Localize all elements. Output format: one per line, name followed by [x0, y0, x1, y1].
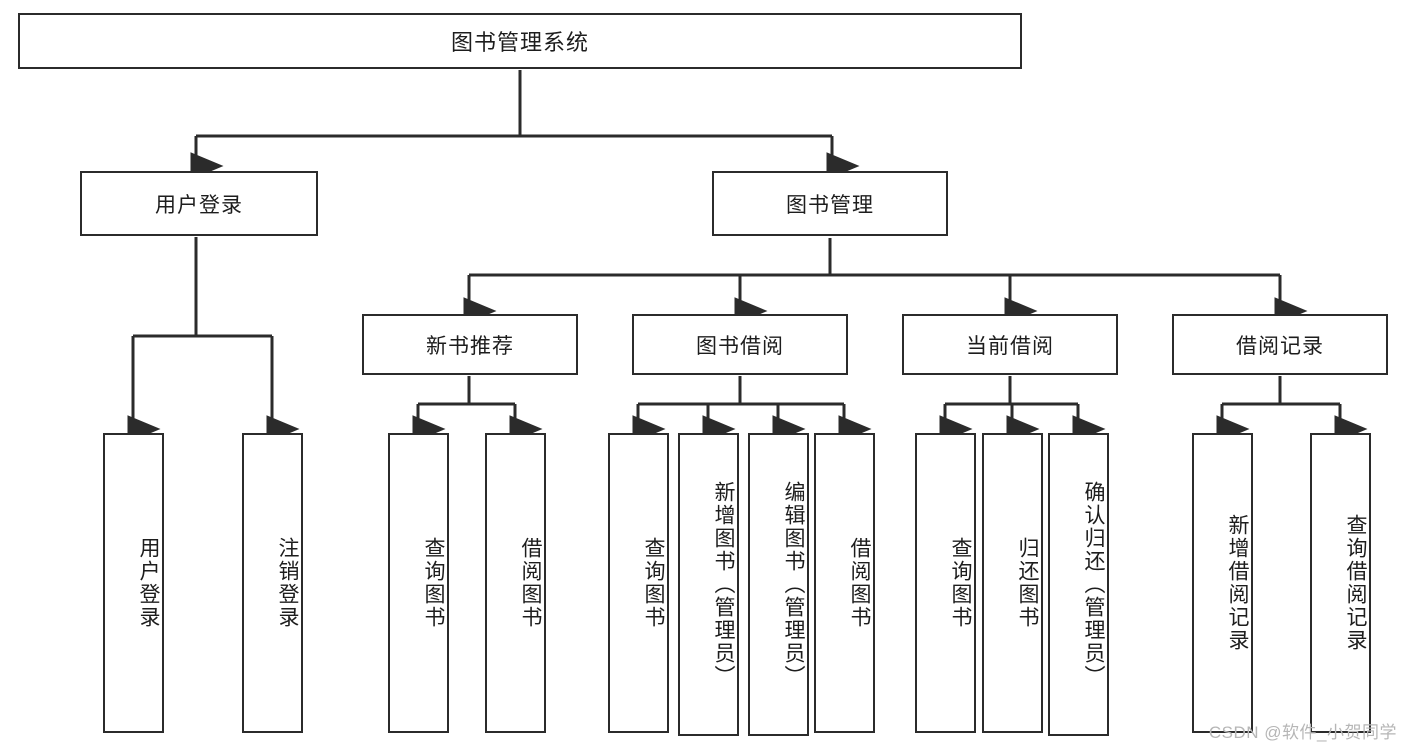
- leaf-label: 查询图书: [422, 537, 445, 629]
- node-current-borrow[interactable]: 当前借阅: [902, 314, 1118, 375]
- leaf-add-record[interactable]: 新增借阅记录: [1192, 433, 1253, 733]
- leaf-label: 归还图书: [1016, 537, 1039, 629]
- leaf-query-book-3[interactable]: 查询图书: [915, 433, 976, 733]
- leaf-query-book-2[interactable]: 查询图书: [608, 433, 669, 733]
- leaf-label: 编辑图书（管理员）: [782, 481, 805, 688]
- leaf-label: 查询图书: [949, 537, 972, 629]
- leaf-label: 新增图书（管理员）: [712, 481, 735, 688]
- leaf-label: 注销登录: [276, 537, 299, 629]
- node-new-book-recommend[interactable]: 新书推荐: [362, 314, 578, 375]
- leaf-edit-book[interactable]: 编辑图书（管理员）: [748, 433, 809, 736]
- leaf-add-book[interactable]: 新增图书（管理员）: [678, 433, 739, 736]
- leaf-logout-login[interactable]: 注销登录: [242, 433, 303, 733]
- leaf-user-login[interactable]: 用户登录: [103, 433, 164, 733]
- node-book-borrow[interactable]: 图书借阅: [632, 314, 848, 375]
- leaf-label: 借阅图书: [519, 537, 542, 629]
- leaf-label: 查询图书: [642, 537, 665, 629]
- leaf-label: 确认归还（管理员）: [1082, 481, 1105, 688]
- leaf-label: 新增借阅记录: [1226, 514, 1249, 652]
- node-borrow-record[interactable]: 借阅记录: [1172, 314, 1388, 375]
- leaf-confirm-return[interactable]: 确认归还（管理员）: [1048, 433, 1109, 736]
- leaf-borrow-book-2[interactable]: 借阅图书: [814, 433, 875, 733]
- node-user-login[interactable]: 用户登录: [80, 171, 318, 236]
- leaf-label: 借阅图书: [848, 537, 871, 629]
- node-root-system[interactable]: 图书管理系统: [18, 13, 1022, 69]
- node-book-manage[interactable]: 图书管理: [712, 171, 948, 236]
- leaf-return-book[interactable]: 归还图书: [982, 433, 1043, 733]
- leaf-borrow-book-1[interactable]: 借阅图书: [485, 433, 546, 733]
- leaf-label: 查询借阅记录: [1344, 514, 1367, 652]
- leaf-query-record[interactable]: 查询借阅记录: [1310, 433, 1371, 733]
- csdn-watermark: CSDN @软件_小贺同学: [1208, 723, 1397, 742]
- leaf-label: 用户登录: [137, 537, 160, 629]
- leaf-query-book-1[interactable]: 查询图书: [388, 433, 449, 733]
